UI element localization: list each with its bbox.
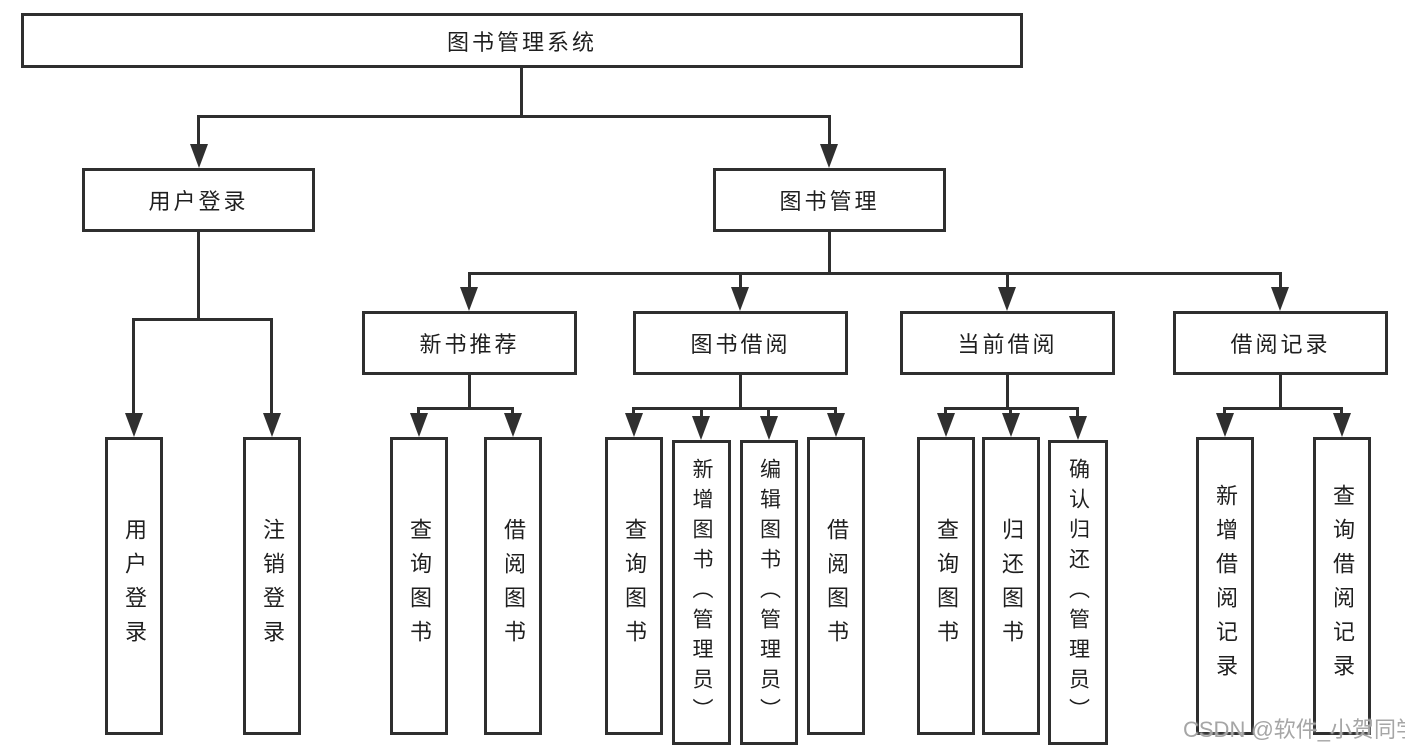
connector <box>739 375 742 410</box>
connector <box>632 407 837 410</box>
connector <box>417 407 514 410</box>
arrowhead-down <box>410 413 428 437</box>
leaf-query-borrow-record: 查询借阅记录 <box>1313 437 1371 735</box>
connector <box>1279 272 1282 293</box>
connector <box>468 272 471 293</box>
connector <box>1006 272 1009 293</box>
node-book-management: 图书管理 <box>713 168 946 232</box>
node-current-borrowing: 当前借阅 <box>900 311 1115 375</box>
arrowhead-down <box>625 413 643 437</box>
connector <box>828 115 831 150</box>
arrowhead-down <box>820 144 838 168</box>
arrowhead-down <box>125 413 143 437</box>
arrowhead-down <box>692 416 710 440</box>
leaf-borrow-books-borrowing: 借阅图书 <box>807 437 865 735</box>
arrowhead-down <box>190 144 208 168</box>
arrowhead-down <box>937 413 955 437</box>
arrowhead-down <box>827 413 845 437</box>
leaf-add-borrow-record: 新增借阅记录 <box>1196 437 1254 735</box>
node-user-login: 用户登录 <box>82 168 315 232</box>
connector <box>197 115 831 118</box>
leaf-add-books-admin: 新增图书（管理员） <box>672 440 731 745</box>
leaf-borrow-books-recommend: 借阅图书 <box>484 437 542 735</box>
arrowhead-down <box>460 287 478 311</box>
connector <box>700 407 703 419</box>
connector <box>270 318 273 419</box>
arrowhead-down <box>1069 416 1087 440</box>
leaf-query-books-recommend: 查询图书 <box>390 437 448 735</box>
connector <box>767 407 770 419</box>
arrowhead-down <box>998 287 1016 311</box>
node-new-book-recommend: 新书推荐 <box>362 311 577 375</box>
arrowhead-down <box>760 416 778 440</box>
node-borrowing-records: 借阅记录 <box>1173 311 1388 375</box>
leaf-user-login: 用户登录 <box>105 437 163 735</box>
connector <box>197 232 200 321</box>
connector <box>468 375 471 410</box>
arrowhead-down <box>731 287 749 311</box>
leaf-query-books-current: 查询图书 <box>917 437 975 735</box>
connector <box>1279 375 1282 410</box>
arrowhead-down <box>1271 287 1289 311</box>
connector <box>739 272 742 293</box>
leaf-logout: 注销登录 <box>243 437 301 735</box>
leaf-confirm-return-admin: 确认归还（管理员） <box>1048 440 1108 745</box>
arrowhead-down <box>504 413 522 437</box>
connector <box>1223 407 1343 410</box>
arrowhead-down <box>263 413 281 437</box>
connector <box>828 232 831 275</box>
arrowhead-down <box>1002 413 1020 437</box>
connector <box>520 68 523 118</box>
leaf-query-books-borrowing: 查询图书 <box>605 437 663 735</box>
connector <box>197 115 200 150</box>
node-book-borrowing: 图书借阅 <box>633 311 848 375</box>
leaf-return-books: 归还图书 <box>982 437 1040 735</box>
arrowhead-down <box>1216 413 1234 437</box>
connector <box>1006 375 1009 410</box>
connector <box>132 318 135 419</box>
connector <box>468 272 1282 275</box>
leaf-edit-books-admin: 编辑图书（管理员） <box>740 440 798 745</box>
node-library-management-system: 图书管理系统 <box>21 13 1023 68</box>
arrowhead-down <box>1333 413 1351 437</box>
connector <box>1076 407 1079 421</box>
connector <box>132 318 273 321</box>
csdn-watermark: CSDN @软件_小贺同学 <box>1183 717 1405 742</box>
